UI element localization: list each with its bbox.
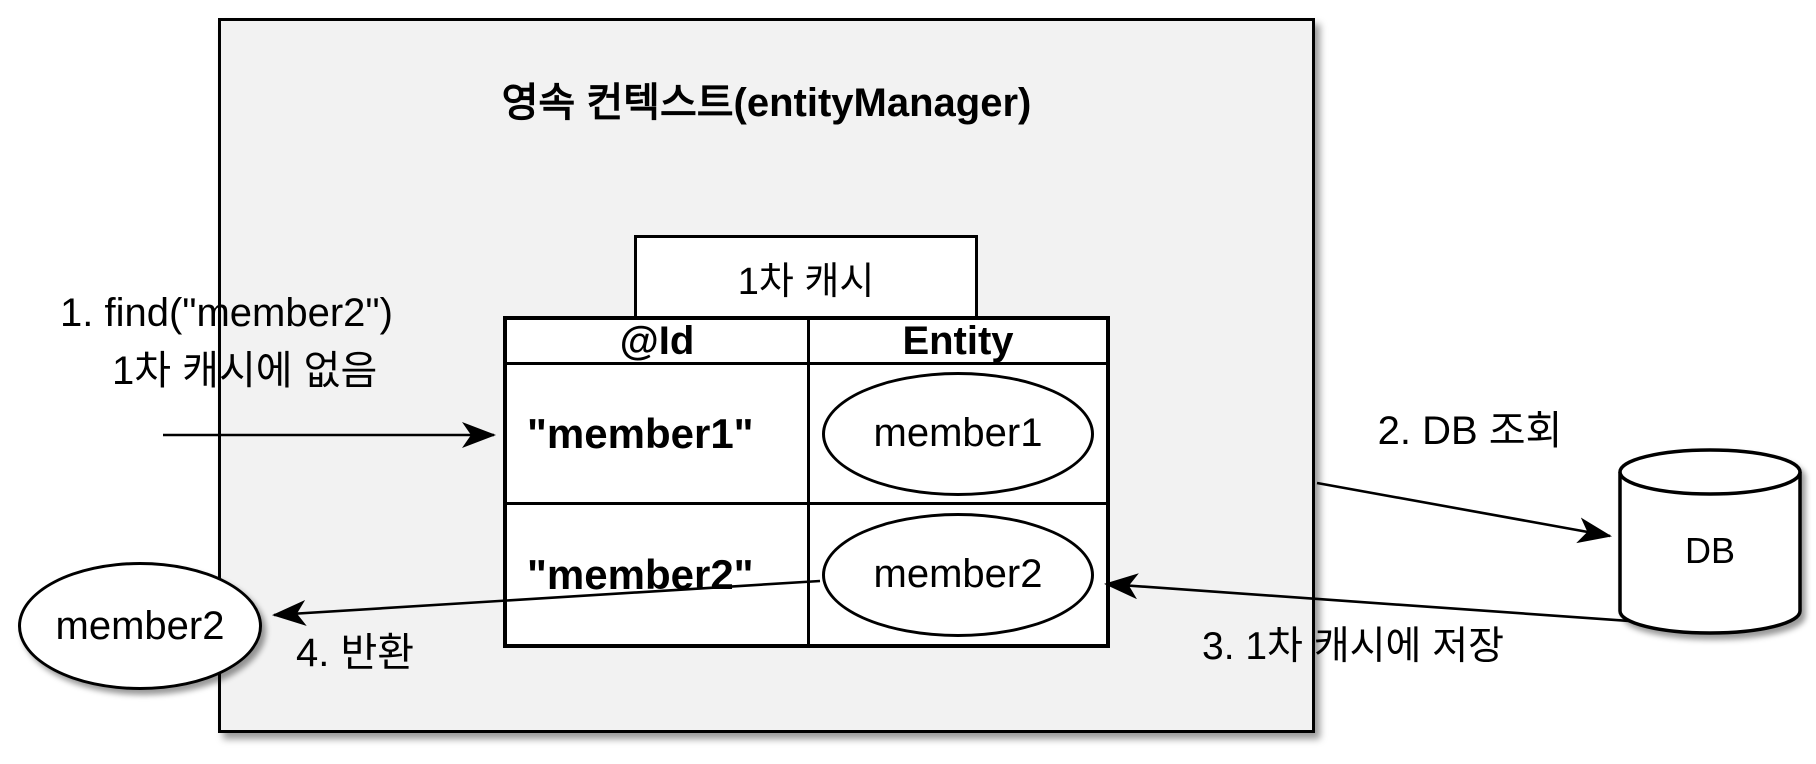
- entity-ellipse-member1-label: member1: [873, 411, 1043, 455]
- step3-store-in-cache-label: 3. 1차 캐시에 저장: [1202, 625, 1505, 668]
- entity-ellipse-member2-label: member2: [873, 552, 1043, 596]
- step1-find-label: 1. find("member2"): [60, 291, 393, 335]
- entity-ellipse-member2: member2: [822, 512, 1094, 637]
- table-row-id-member2: "member2": [507, 505, 810, 644]
- first-level-cache-table: @Id Entity "member1" member1 "member2" m…: [503, 316, 1110, 648]
- arrow-step2-db-lookup: [1316, 481, 1612, 544]
- table-row-id-member1: "member1": [507, 365, 810, 505]
- table-header-entity: Entity: [810, 319, 1106, 365]
- table-row-entity-member2: member2: [810, 505, 1106, 644]
- first-level-cache-label: 1차 캐시: [737, 260, 875, 303]
- db-label: DB: [1684, 530, 1735, 571]
- step1-cache-miss-label: 1차 캐시에 없음: [112, 349, 378, 393]
- step2-db-lookup-label: 2. DB 조회: [1377, 409, 1563, 453]
- step4-return-label: 4. 반환: [296, 631, 415, 675]
- returned-entity-label: member2: [55, 603, 225, 648]
- persistence-context-title: 영속 컨텍스트(entityManager): [501, 81, 1032, 125]
- entity-ellipse-member1: member1: [822, 371, 1094, 496]
- first-level-cache-label-box: 1차 캐시: [634, 235, 978, 319]
- returned-entity-ellipse: member2: [18, 562, 262, 690]
- table-row-entity-member1: member1: [810, 365, 1106, 505]
- table-header-id: @Id: [507, 319, 810, 365]
